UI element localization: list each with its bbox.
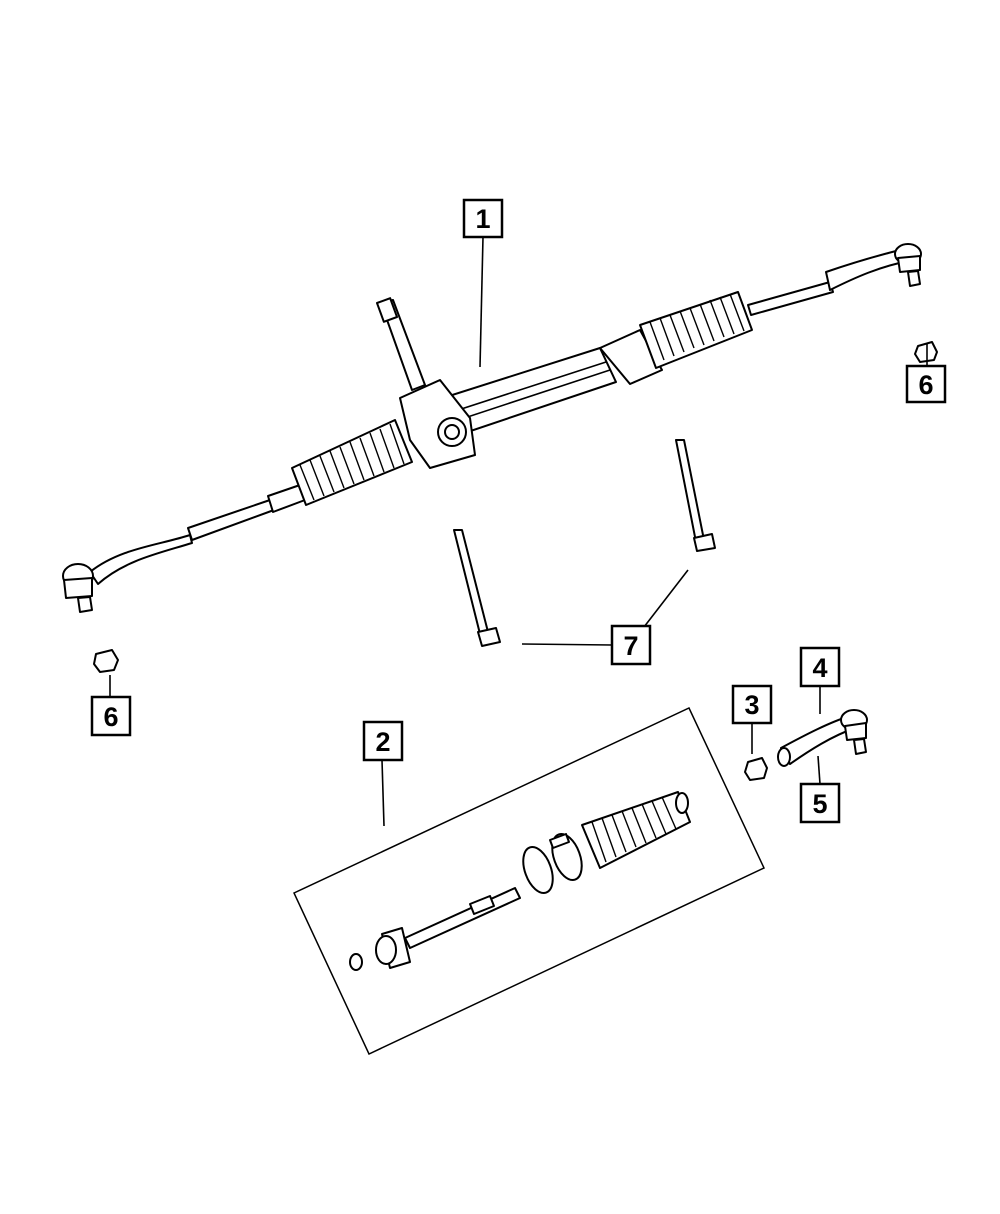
callout-7: 7 — [610, 624, 652, 666]
svg-text:6: 6 — [918, 370, 933, 400]
steering-gear-assembly — [62, 243, 922, 613]
leader-lines — [109, 236, 928, 827]
inner-tie-rod-kit — [293, 707, 765, 1055]
nut-left — [93, 649, 119, 673]
callout-6-right: 6 — [905, 364, 947, 404]
nut-right — [914, 341, 938, 363]
svg-text:3: 3 — [744, 690, 759, 720]
callout-3: 3 — [731, 684, 773, 725]
mounting-bolt-left — [453, 529, 501, 647]
svg-text:2: 2 — [375, 727, 390, 757]
callout-6-left: 6 — [90, 695, 132, 737]
outer-tie-rod-end — [777, 709, 868, 767]
svg-text:7: 7 — [623, 631, 638, 661]
callout-2: 2 — [362, 720, 404, 762]
nut-3 — [744, 757, 768, 781]
mounting-bolt-right — [675, 439, 716, 552]
callout-1: 1 — [462, 198, 504, 239]
svg-text:6: 6 — [103, 702, 118, 732]
callout-5: 5 — [799, 782, 841, 824]
callout-4: 4 — [799, 646, 841, 688]
svg-text:1: 1 — [475, 204, 490, 234]
svg-text:5: 5 — [812, 789, 827, 819]
svg-text:4: 4 — [812, 653, 827, 683]
